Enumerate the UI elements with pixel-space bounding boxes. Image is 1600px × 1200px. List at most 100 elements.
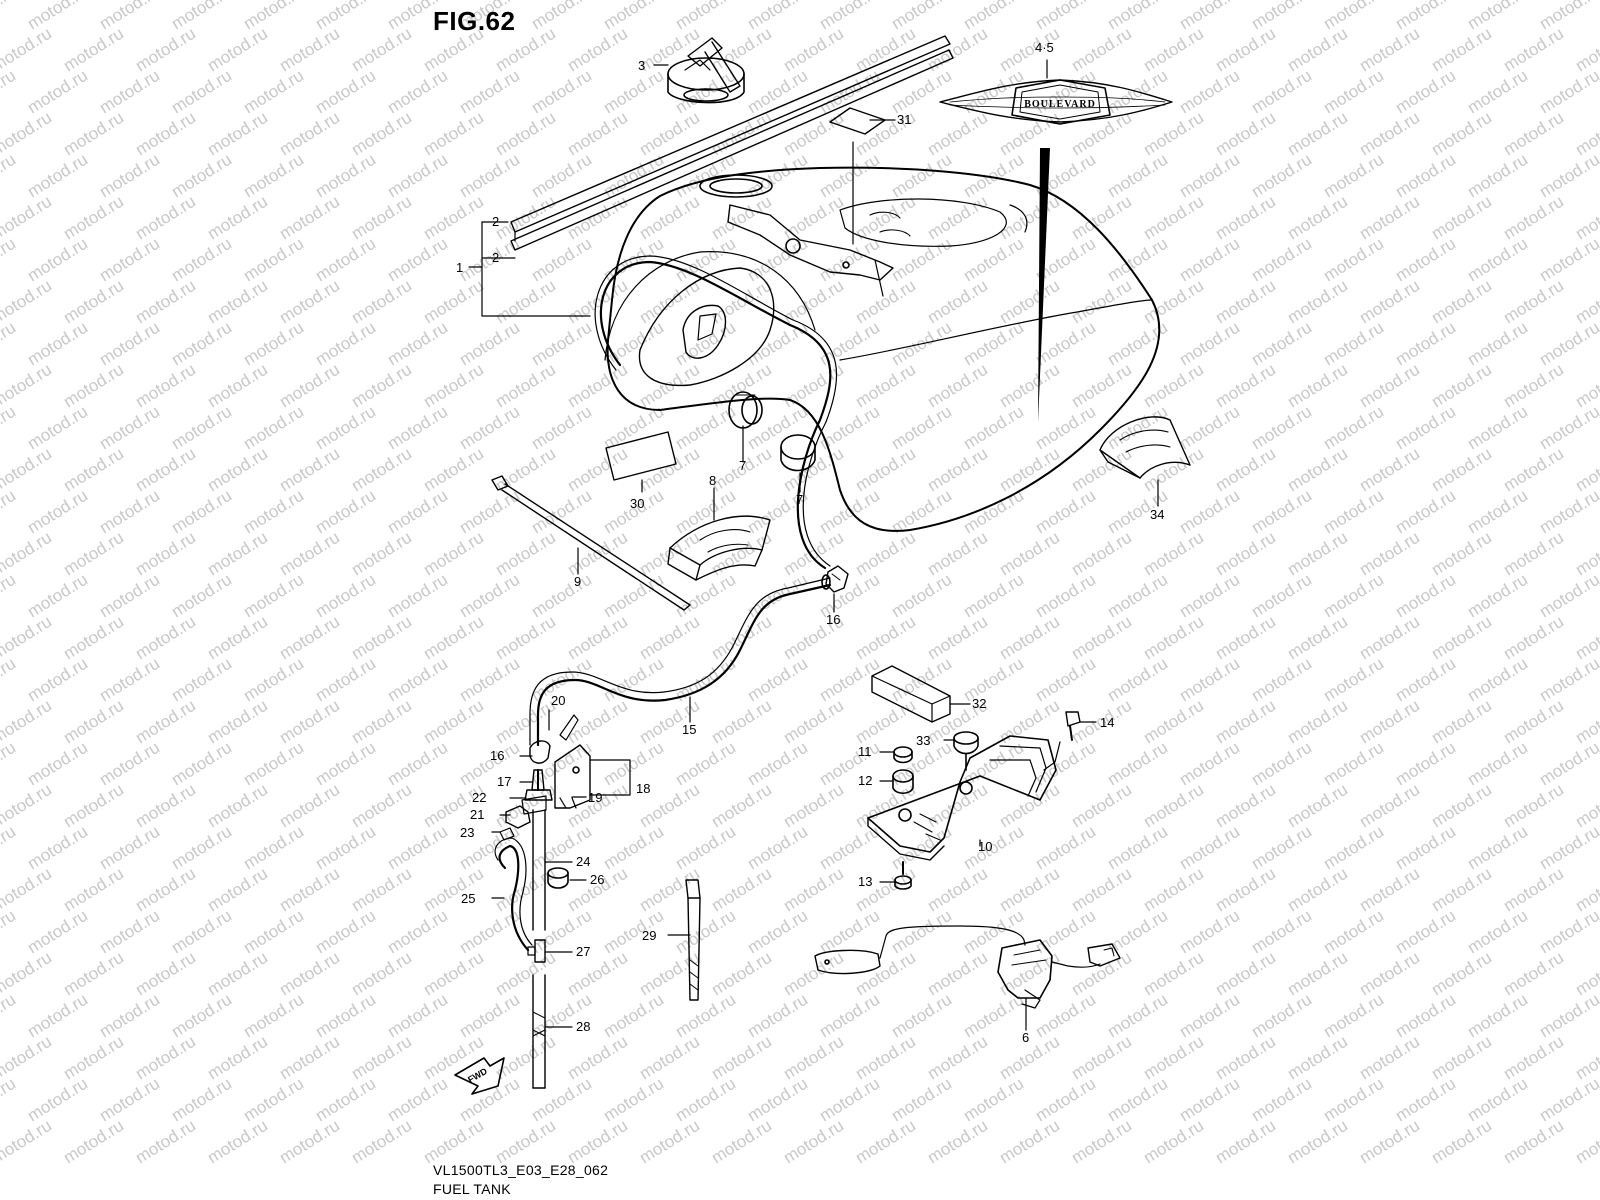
watermark-text: motod.ru: [384, 318, 451, 370]
watermark-text: motod.ru: [492, 948, 559, 1000]
hose-25: [498, 844, 530, 952]
watermark-text: motod.ru: [312, 654, 379, 706]
watermark-text: motod.ru: [852, 1032, 919, 1084]
watermark-text: motod.ru: [1104, 822, 1171, 874]
watermark-text: motod.ru: [456, 402, 523, 454]
watermark-text: motod.ru: [1536, 402, 1600, 454]
callout-31: 31: [897, 112, 911, 127]
watermark-text: motod.ru: [1068, 780, 1135, 832]
callout-1: 1: [456, 260, 463, 275]
watermark-text: motod.ru: [672, 318, 739, 370]
watermark-text: motod.ru: [456, 570, 523, 622]
watermark-text: motod.ru: [60, 864, 127, 916]
watermark-text: motod.ru: [132, 444, 199, 496]
watermark-text: motod.ru: [1356, 276, 1423, 328]
watermark-text: motod.ru: [996, 528, 1063, 580]
watermark-text: motod.ru: [960, 0, 1027, 33]
watermark-text: motod.ru: [1428, 444, 1495, 496]
watermark-text: motod.ru: [1320, 570, 1387, 622]
watermark-text: motod.ru: [456, 990, 523, 1042]
watermark-text: motod.ru: [348, 108, 415, 160]
watermark-text: motod.ru: [420, 192, 487, 244]
watermark-text: motod.ru: [1320, 66, 1387, 118]
watermark-text: motod.ru: [924, 1116, 991, 1168]
watermark-text: motod.ru: [492, 360, 559, 412]
watermark-text: motod.ru: [1464, 234, 1531, 286]
watermark-text: motod.ru: [0, 822, 19, 874]
watermark-text: motod.ru: [1068, 612, 1135, 664]
watermark-text: motod.ru: [204, 1116, 271, 1168]
fuel-cap: [667, 37, 745, 104]
watermark-text: motod.ru: [1428, 696, 1495, 748]
watermark-text: motod.ru: [1536, 0, 1600, 33]
watermark-text: motod.ru: [1176, 738, 1243, 790]
watermark-text: motod.ru: [1284, 444, 1351, 496]
watermark-text: motod.ru: [96, 234, 163, 286]
watermark-text: motod.ru: [1572, 948, 1600, 1000]
watermark-text: motod.ru: [852, 864, 919, 916]
watermark-text: motod.ru: [60, 780, 127, 832]
watermark-text: motod.ru: [1104, 570, 1171, 622]
watermark-text: motod.ru: [780, 1116, 847, 1168]
watermark-text: motod.ru: [1392, 654, 1459, 706]
watermark-text: motod.ru: [24, 822, 91, 874]
watermark-text: motod.ru: [780, 696, 847, 748]
watermark-text: motod.ru: [528, 234, 595, 286]
watermark-text: motod.ru: [1464, 822, 1531, 874]
watermark-text: motod.ru: [96, 150, 163, 202]
watermark-text: motod.ru: [1392, 738, 1459, 790]
watermark-text: motod.ru: [1428, 24, 1495, 76]
watermark-text: motod.ru: [492, 276, 559, 328]
callout-4-5: 4·5: [1035, 40, 1054, 55]
watermark-text: motod.ru: [132, 1116, 199, 1168]
watermark-text: motod.ru: [528, 1074, 595, 1126]
watermark-text: motod.ru: [1572, 528, 1600, 580]
watermark-text: motod.ru: [240, 906, 307, 958]
watermark-text: motod.ru: [1176, 654, 1243, 706]
callout-34: 34: [1150, 507, 1164, 522]
watermark-text: motod.ru: [132, 276, 199, 328]
watermark-text: motod.ru: [708, 948, 775, 1000]
watermark-text: motod.ru: [96, 738, 163, 790]
watermark-text: motod.ru: [1320, 486, 1387, 538]
pad-32: [871, 665, 951, 723]
watermark-text: motod.ru: [1320, 150, 1387, 202]
watermark-text: motod.ru: [132, 1032, 199, 1084]
watermark-text: motod.ru: [816, 738, 883, 790]
watermark-text: motod.ru: [420, 696, 487, 748]
watermark-text: motod.ru: [0, 1116, 55, 1168]
watermark-text: motod.ru: [1500, 612, 1567, 664]
watermark-text: motod.ru: [1068, 948, 1135, 1000]
watermark-text: motod.ru: [1536, 654, 1600, 706]
watermark-text: motod.ru: [1464, 906, 1531, 958]
watermark-text: motod.ru: [276, 1116, 343, 1168]
watermark-text: motod.ru: [1500, 1116, 1567, 1168]
watermark-text: motod.ru: [240, 1074, 307, 1126]
watermark-text: motod.ru: [276, 444, 343, 496]
watermark-text: motod.ru: [1320, 0, 1387, 33]
watermark-text: motod.ru: [1284, 696, 1351, 748]
watermark-text: motod.ru: [312, 66, 379, 118]
watermark-text: motod.ru: [1356, 1116, 1423, 1168]
watermark-text: motod.ru: [96, 486, 163, 538]
watermark-text: motod.ru: [132, 108, 199, 160]
watermark-text: motod.ru: [888, 486, 955, 538]
watermark-text: motod.ru: [744, 570, 811, 622]
watermark-text: motod.ru: [672, 570, 739, 622]
watermark-text: motod.ru: [384, 906, 451, 958]
watermark-text: motod.ru: [384, 738, 451, 790]
watermark-text: motod.ru: [1356, 108, 1423, 160]
watermark-text: motod.ru: [24, 66, 91, 118]
watermark-text: motod.ru: [924, 24, 991, 76]
watermark-text: motod.ru: [1536, 150, 1600, 202]
watermark-text: motod.ru: [960, 570, 1027, 622]
watermark-text: motod.ru: [816, 990, 883, 1042]
watermark-text: motod.ru: [168, 486, 235, 538]
watermark-text: motod.ru: [600, 234, 667, 286]
watermark-text: motod.ru: [1320, 906, 1387, 958]
watermark-text: motod.ru: [1356, 780, 1423, 832]
watermark-text: motod.ru: [816, 402, 883, 454]
watermark-text: motod.ru: [852, 612, 919, 664]
watermark-text: motod.ru: [1032, 486, 1099, 538]
watermark-text: motod.ru: [348, 1116, 415, 1168]
